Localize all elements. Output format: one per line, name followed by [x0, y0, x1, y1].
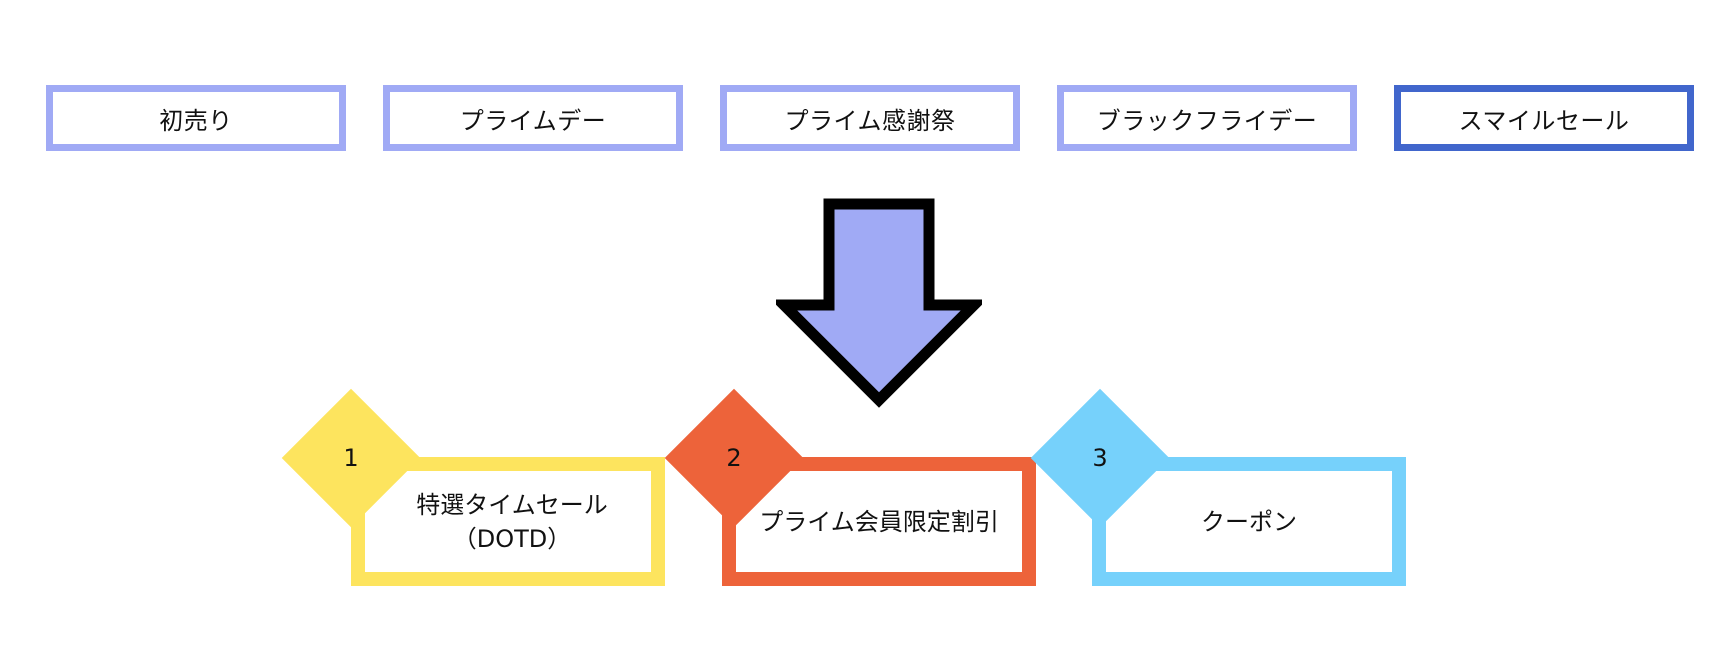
event-box-black-friday: ブラックフライデー [1057, 85, 1357, 151]
method-number: 1 [343, 444, 359, 472]
method-label: プライム会員限定割引 [759, 507, 999, 536]
down-arrow-shape [776, 198, 982, 408]
event-label: プライムデー [459, 106, 607, 135]
event-label: プライム感謝祭 [784, 106, 956, 135]
event-label: スマイルセール [1458, 106, 1630, 135]
method-number: 3 [1092, 444, 1108, 472]
method-box-dotd: 特選タイムセール （DOTD） [351, 457, 665, 586]
method-label: クーポン [1201, 507, 1297, 536]
down-arrow-icon [776, 198, 982, 408]
event-box-smile-sale: スマイルセール [1394, 85, 1694, 151]
event-box-hatsuuri: 初売り [46, 85, 346, 151]
event-box-prime-kanshasai: プライム感謝祭 [720, 85, 1020, 151]
event-box-prime-day: プライムデー [383, 85, 683, 151]
event-label: ブラックフライデー [1096, 106, 1318, 135]
method-label: 特選タイムセール （DOTD） [416, 490, 608, 553]
method-number: 2 [726, 444, 742, 472]
event-label: 初売り [159, 106, 233, 135]
